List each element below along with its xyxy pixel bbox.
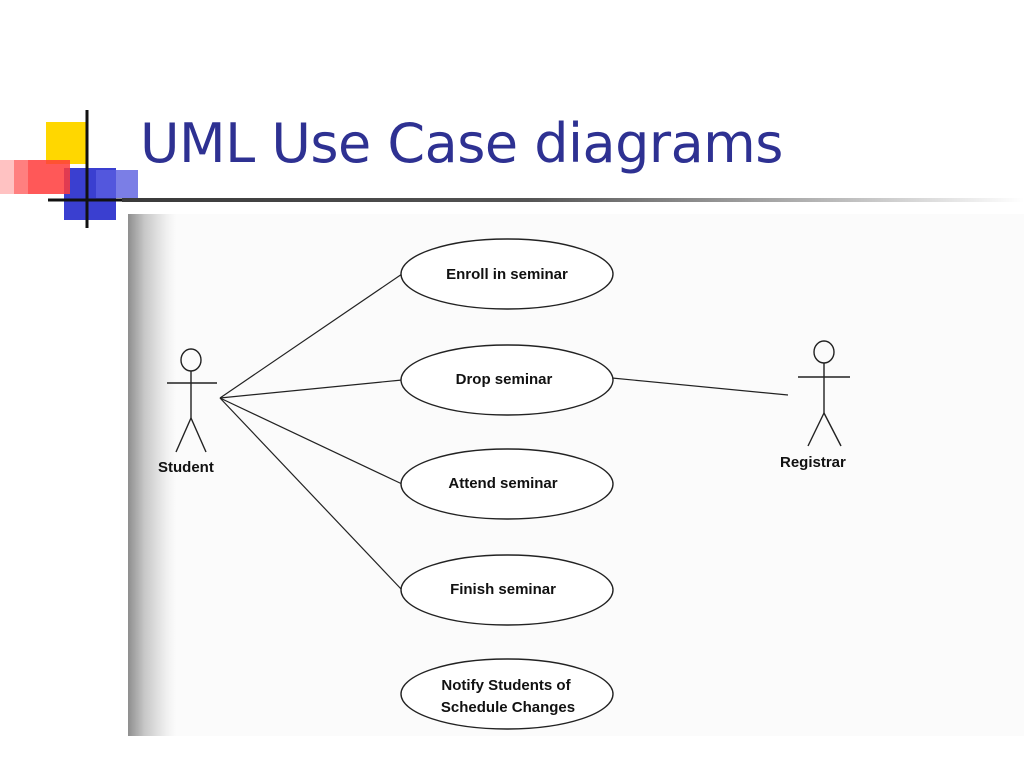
use-case-attend: Attend seminar [400, 448, 614, 520]
use-case-drop: Drop seminar [400, 344, 614, 416]
use-case-enroll: Enroll in seminar [400, 238, 614, 310]
use-case-notify: Notify Students of Schedule Changes [400, 658, 614, 730]
slide-logo-icon [0, 110, 138, 228]
use-case-notify-label-line2: Schedule Changes [441, 699, 575, 716]
registrar-actor-label: Registrar [780, 454, 846, 471]
use-case-finish-label: Finish seminar [450, 581, 556, 598]
assoc-student-enroll [219, 273, 403, 399]
use-case-finish: Finish seminar [400, 554, 614, 626]
student-actor [167, 348, 217, 453]
use-case-attend-label: Attend seminar [448, 475, 557, 492]
student-actor-label: Student [158, 459, 214, 476]
scan-page-shadow [128, 214, 176, 736]
use-case-drop-label: Drop seminar [456, 371, 553, 388]
use-case-enroll-label: Enroll in seminar [446, 266, 568, 283]
use-case-notify-label-line1: Notify Students of [441, 677, 571, 694]
slide-title: UML Use Case diagrams [140, 112, 783, 175]
registrar-actor [798, 340, 850, 447]
assoc-student-attend [219, 397, 403, 485]
assoc-student-finish [219, 397, 403, 591]
title-divider [122, 198, 1024, 202]
assoc-student-drop [219, 379, 403, 399]
assoc-registrar-drop [611, 377, 789, 396]
